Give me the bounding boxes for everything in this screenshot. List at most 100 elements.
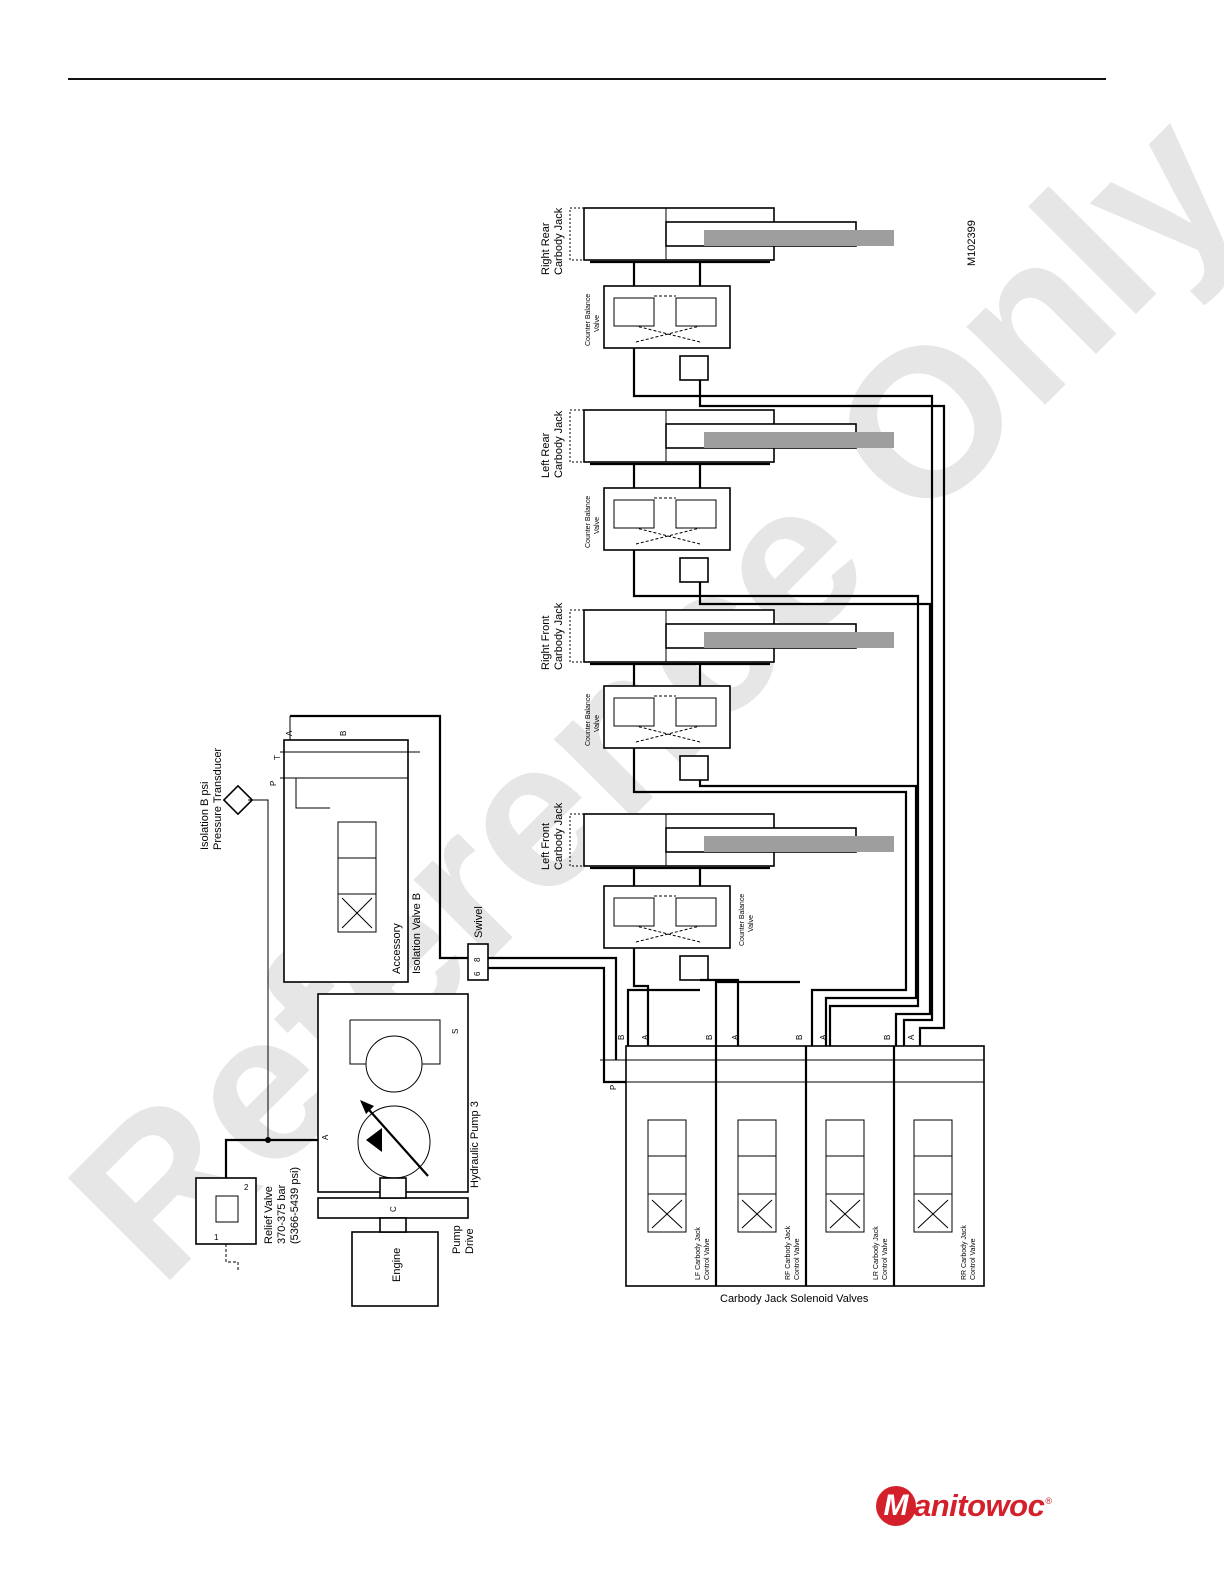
svg-text:LF Carbody Jack: LF Carbody Jack (695, 1227, 702, 1280)
pressure-transducer (222, 784, 269, 1140)
jack-right-rear (569, 207, 894, 264)
svg-text:Carbody Jack: Carbody Jack (553, 410, 565, 478)
header-rule (68, 78, 1106, 80)
isolation-port-labels: A B T P (269, 730, 348, 786)
counter-balance-valve-lf (603, 885, 731, 981)
svg-text:1: 1 (214, 1233, 219, 1242)
jack-right-front (569, 609, 894, 666)
control-valve-label-lf: LF Carbody Jack Control Valve (695, 1227, 711, 1280)
svg-text:Counter Balance: Counter Balance (739, 894, 746, 946)
svg-text:2: 2 (244, 1183, 249, 1192)
svg-text:A: A (819, 1034, 828, 1040)
svg-text:Left Rear: Left Rear (540, 432, 552, 478)
svg-text:Relief Valve: Relief Valve (263, 1186, 275, 1244)
bank-port-labels: B A B A B A B A P (609, 1034, 916, 1090)
svg-text:B: B (795, 1035, 804, 1040)
engine (351, 1217, 439, 1307)
hydraulic-lines (626, 262, 946, 1046)
svg-text:Left Front: Left Front (540, 823, 552, 870)
svg-text:Valve: Valve (594, 517, 601, 534)
svg-text:Control Valve: Control Valve (970, 1238, 977, 1280)
svg-text:Isolation Valve B: Isolation Valve B (411, 893, 423, 974)
jack-label-right-front: Right Front Carbody Jack (540, 602, 565, 670)
pump-port-s: S (451, 1029, 460, 1034)
svg-text:Control Valve: Control Valve (704, 1238, 711, 1280)
svg-text:Control Valve: Control Valve (794, 1238, 801, 1280)
cbv-label-rr: Counter Balance Valve (585, 294, 601, 346)
figure-id: M102399 (966, 220, 978, 266)
svg-text:A: A (907, 1034, 916, 1040)
engine-label: Engine (391, 1248, 403, 1282)
jack-label-left-rear: Left Rear Carbody Jack (540, 410, 565, 478)
svg-text:Pressure Transducer: Pressure Transducer (212, 748, 224, 850)
svg-text:A: A (731, 1034, 740, 1040)
svg-text:A: A (285, 730, 294, 736)
transducer-label: Isolation B psi Pressure Transducer (199, 748, 224, 850)
cbv-label-lf: Counter Balance Valve (739, 894, 755, 946)
cbv-label-lr: Counter Balance Valve (585, 496, 601, 548)
svg-text:M102399: M102399 (966, 220, 978, 266)
jack-label-left-front: Left Front Carbody Jack (540, 802, 565, 870)
swivel-label: Swivel (473, 906, 485, 938)
manitowoc-logo: M anitowoc ® (876, 1486, 1052, 1526)
svg-text:B: B (883, 1035, 892, 1040)
svg-text:Swivel: Swivel (473, 906, 485, 938)
svg-text:6: 6 (473, 971, 482, 976)
svg-text:LR Carbody Jack: LR Carbody Jack (873, 1226, 880, 1280)
svg-text:(5366-5439 psi): (5366-5439 psi) (289, 1167, 301, 1244)
cbv-label-rf: Counter Balance Valve (585, 694, 601, 746)
svg-text:RR Carbody Jack: RR Carbody Jack (961, 1225, 968, 1280)
svg-text:Right Front: Right Front (540, 616, 552, 670)
pump-label: Hydraulic Pump 3 (469, 1101, 481, 1188)
svg-text:Counter Balance: Counter Balance (585, 694, 592, 746)
pump-drive-label: Pump Drive (451, 1225, 476, 1254)
counter-balance-valve-rr (603, 285, 731, 381)
svg-text:B: B (705, 1035, 714, 1040)
relief-valve-label: Relief Valve 370-375 bar (5366-5439 psi) (263, 1167, 301, 1244)
control-valve-label-lr: LR Carbody Jack Control Valve (873, 1226, 889, 1280)
svg-text:Hydraulic Pump 3: Hydraulic Pump 3 (469, 1101, 481, 1188)
svg-text:Carbody Jack: Carbody Jack (553, 802, 565, 870)
svg-text:Valve: Valve (748, 915, 755, 932)
hydraulic-pump-3 (317, 993, 469, 1193)
logo-mark: M (876, 1486, 916, 1526)
svg-text:A: A (641, 1034, 650, 1040)
svg-text:Right Rear: Right Rear (540, 222, 552, 275)
counter-balance-valve-rf (603, 685, 731, 781)
isolation-valve-b (280, 716, 420, 983)
relief-valve: 1 2 (195, 1137, 318, 1270)
svg-text:Counter Balance: Counter Balance (585, 496, 592, 548)
svg-text:370-375 bar: 370-375 bar (276, 1184, 288, 1244)
solenoid-valve-bank (600, 1045, 985, 1287)
logo-wordmark: anitowoc (914, 1488, 1045, 1523)
svg-text:Carbody Jack: Carbody Jack (553, 602, 565, 670)
jack-left-front (569, 813, 894, 870)
pump-port-a: A (321, 1134, 330, 1140)
svg-text:Isolation B psi: Isolation B psi (199, 782, 211, 850)
logo-registered: ® (1045, 1496, 1052, 1506)
swivel: 6 8 (290, 714, 626, 1084)
svg-text:C: C (389, 1206, 398, 1212)
svg-text:Carbody Jack: Carbody Jack (553, 207, 565, 275)
svg-text:Pump: Pump (451, 1225, 463, 1254)
pump-drive: C (317, 1177, 469, 1219)
svg-text:Accessory: Accessory (391, 923, 403, 974)
svg-text:Engine: Engine (391, 1248, 403, 1282)
isolation-valve-label: Accessory Isolation Valve B (391, 893, 423, 974)
counter-balance-valve-lr (603, 487, 731, 583)
svg-text:Valve: Valve (594, 715, 601, 732)
svg-text:B: B (617, 1035, 626, 1040)
svg-text:Control Valve: Control Valve (882, 1238, 889, 1280)
svg-text:Valve: Valve (594, 315, 601, 332)
svg-text:T: T (273, 755, 282, 760)
control-valve-label-rf: RF Carbody Jack Control Valve (785, 1225, 801, 1280)
svg-text:B: B (339, 731, 348, 736)
jack-label-right-rear: Right Rear Carbody Jack (540, 207, 565, 275)
control-valve-label-rr: RR Carbody Jack Control Valve (961, 1225, 977, 1280)
svg-text:RF Carbody Jack: RF Carbody Jack (785, 1225, 792, 1280)
jack-left-rear (569, 409, 894, 466)
svg-text:Drive: Drive (464, 1228, 476, 1254)
svg-text:Counter Balance: Counter Balance (585, 294, 592, 346)
solenoid-group-label: Carbody Jack Solenoid Valves (720, 1293, 869, 1305)
